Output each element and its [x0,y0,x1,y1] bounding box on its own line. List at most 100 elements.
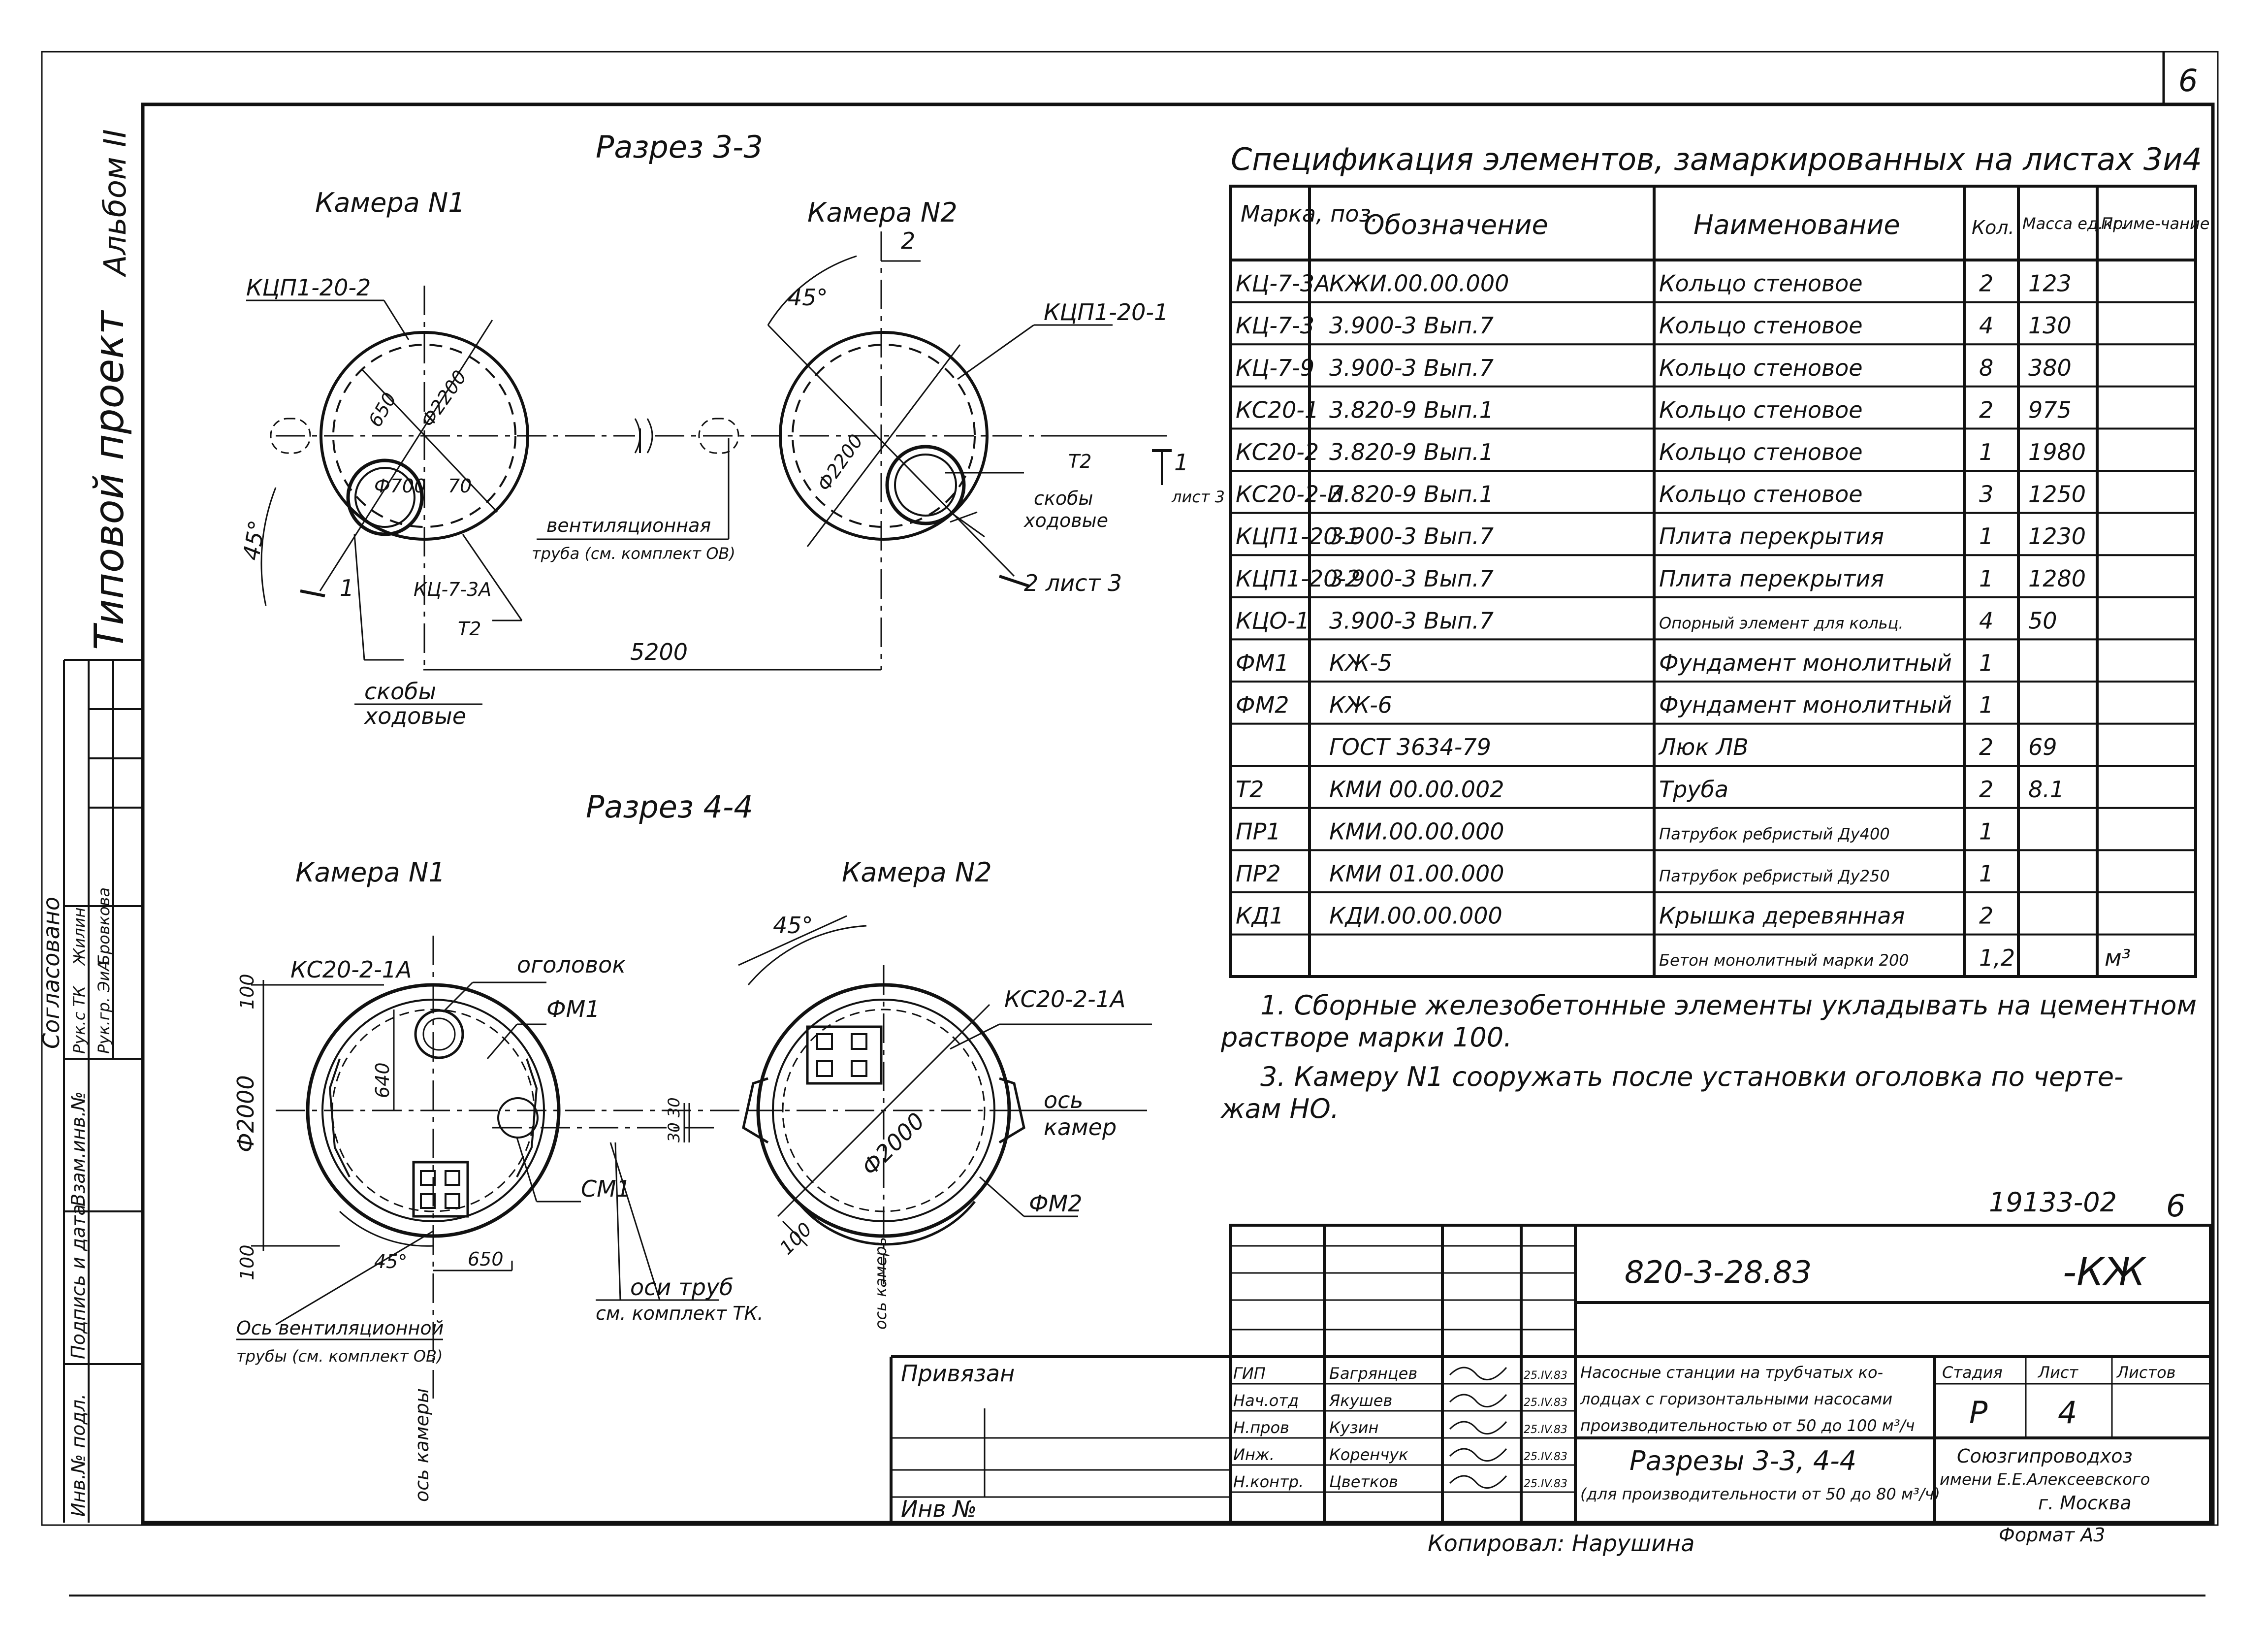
s33-t2-b: Т2 [1068,451,1091,472]
spec-cell: 1280 [2028,565,2086,592]
spec-cell: Т2 [1236,776,1264,803]
spec-cell: 3.900-3 Вып.7 [1329,312,1494,339]
s33-list3-b: 2 лист 3 [1024,570,1122,596]
spec-cell: 1 [1979,692,1993,718]
signature [1449,1421,1507,1434]
inv-no: Инв № [901,1496,977,1522]
spec-cell: 1 [1979,860,1993,887]
list-value: 4 [2058,1395,2077,1431]
spec-cell: м³ [2105,945,2131,971]
spec-cell: 1230 [2028,523,2086,550]
sheet-top: 6 [2166,1188,2185,1224]
spec-cell: Патрубок ребристый Ду250 [1659,867,1890,885]
s33-dim70: 70 [448,475,472,497]
spec-cell: Кольцо стеновое [1659,481,1863,508]
spec-cell: 1980 [2028,439,2086,465]
signature [1449,1394,1507,1407]
s44-chamber1-label: Камера N1 [295,857,446,888]
s44-dim100-b: 100 [236,1244,258,1280]
spec-cell: 2 [1979,903,1993,929]
s44-ang45-a: 45° [374,1251,407,1272]
s33-ang45-a: 45° [238,518,271,562]
s33-t2-a: Т2 [458,618,481,640]
s33-dim5200: 5200 [630,639,688,665]
spec-cell: Кольцо стеновое [1659,270,1863,297]
staff-name: Якушев [1329,1391,1392,1410]
album-label: Альбом II [97,129,133,278]
s44-cm1: СМ1 [581,1175,631,1202]
spec-cell: 2 [1979,734,1993,760]
spec-cell: 2 [1979,776,1993,803]
spec-cell: КМИ 01.00.000 [1329,860,1504,887]
sheet-frame [41,51,2219,1596]
staff-date: 25.IV.83 [1524,1478,1567,1490]
sheet-number-corner: 6 [2178,63,2198,98]
stage-header: Стадия [1942,1363,2003,1382]
s44-dim100-a: 100 [236,974,258,1010]
s33-chamber1-plan [260,286,881,671]
s44-fm1: ФМ1 [546,996,600,1022]
s33-kcp1-20-1: КЦП1-20-1 [1044,299,1168,326]
spec-cell: 1250 [2028,481,2086,508]
spec-cell: ФМ2 [1236,692,1289,718]
object-line-1: Насосные станции на трубчатых ко- [1580,1363,1883,1382]
object-line-3: производительностью от 50 до 100 м³/ч [1580,1416,1915,1435]
s44-osi-trub2: см. комплект ТК. [596,1303,764,1324]
spec-cell: 3.900-3 Вып.7 [1329,607,1494,634]
agreed-label: Согласовано [38,897,64,1049]
s44-ks20-2-1a-b: КС20-2-1А [1004,986,1126,1012]
inv-orig-label: Инв.№ подл. [67,1394,89,1517]
spec-cell: Кольцо стеновое [1659,439,1863,465]
spec-cell: 380 [2028,355,2072,381]
spec-cell: 69 [2028,734,2057,760]
spec-cell: 1 [1979,818,1993,845]
s44-os-vent2: трубы (см. комплект ОВ) [236,1347,443,1366]
spec-h-desig: Обозначение [1364,209,1548,240]
spec-h-mass: Масса ед.кг. [2022,214,2126,233]
spec-cell: ГОСТ 3634-79 [1329,734,1491,760]
staff-name: Коренчук [1329,1445,1408,1464]
agree-name-1: Жилин [70,908,89,966]
spec-h-mark: Марка, поз. [1241,200,1378,227]
spec-cell: 8.1 [2028,776,2064,803]
spec-cell: Фундамент монолитный [1659,650,1952,676]
spec-cell: КС20-2 [1236,439,1319,465]
s44-dim100-c: 100 [775,1218,816,1259]
s33-sec1: 1 [340,575,354,601]
spec-cell: 1 [1979,565,1993,592]
spec-cell: Фундамент монолитный [1659,692,1952,718]
spec-cell: Кольцо стеновое [1659,355,1863,381]
s33-vent: вентиляционная [546,515,711,536]
spec-h-note: Приме-чание [2101,214,2209,233]
spec-cell: Плита перекрытия [1659,565,1884,592]
s44-osi-trub: оси труб [630,1274,734,1301]
spec-cell: 3.820-9 Вып.1 [1329,396,1494,423]
notes: 1. Сборные железобетонные элементы уклад… [1220,990,2197,1124]
spec-cell: 3 [1979,481,1993,508]
spec-title: Спецификация элементов, замаркированных … [1231,141,2202,177]
signature [1449,1367,1507,1380]
spec-cell: КЦ-7-9 [1236,355,1314,381]
spec-cell: ФМ1 [1236,650,1289,676]
s33-kcp1-20-2: КЦП1-20-2 [246,274,371,301]
section-4-4-title: Разрез 4-4 [586,789,753,825]
staff-name: Багрянцев [1329,1364,1417,1383]
spec-cell: КЖ-5 [1329,650,1392,676]
spec-cell: КЦ-7-3 [1236,312,1314,339]
section-4-4: Разрез 4-4 Камера N1 Камера N2 [232,789,1152,1502]
spec-cell: 130 [2028,312,2072,339]
s44-dim640: 640 [372,1062,393,1098]
s44-os-vent: Ось вентиляционной [236,1317,444,1339]
spec-cell: КМИ.00.00.000 [1329,818,1504,845]
inv-replace-label: Взам.инв.№ [67,1091,89,1206]
code-suffix: -КЖ [2063,1250,2147,1295]
note-1b: растворе марки 100. [1220,1022,1512,1053]
spec-cell: КЖИ.00.00.000 [1329,270,1509,297]
code: 820-3-28.83 [1625,1254,1812,1290]
org-line-1: Союзгипроводхоз [1957,1445,2133,1467]
s44-ogolovok: оголовок [517,951,626,978]
spec-cell: КД1 [1236,903,1284,929]
spec-cell: 3.820-9 Вып.1 [1329,481,1494,508]
spec-cell: 3.900-3 Вып.7 [1329,565,1494,592]
